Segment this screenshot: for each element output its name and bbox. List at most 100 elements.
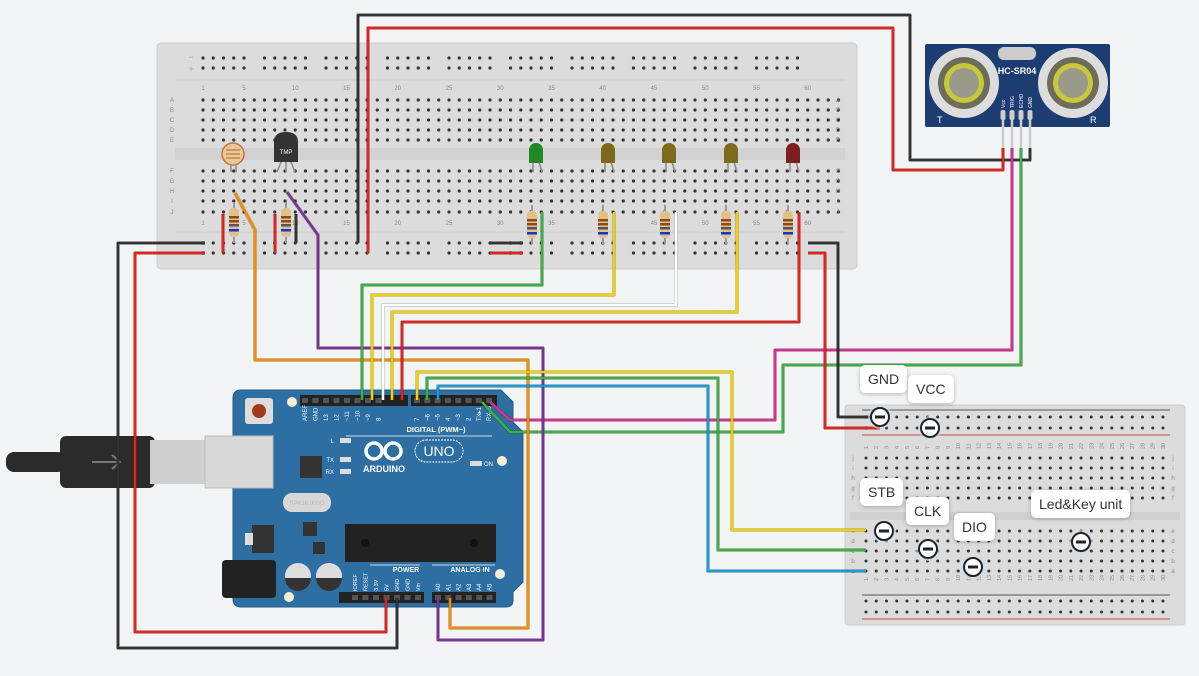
breadboard-hole[interactable]	[724, 169, 728, 173]
breadboard-hole[interactable]	[416, 179, 420, 183]
breadboard-hole[interactable]	[416, 210, 420, 214]
breadboard-hole[interactable]	[406, 210, 410, 214]
breadboard-hole[interactable]	[211, 199, 215, 203]
breadboard-hole[interactable]	[252, 108, 256, 112]
header-pin[interactable]	[302, 398, 308, 403]
breadboard-hole[interactable]	[232, 118, 236, 122]
sensor-pin[interactable]	[1009, 110, 1015, 120]
breadboard-hole[interactable]	[221, 199, 226, 203]
breadboard-hole[interactable]	[806, 189, 810, 193]
breadboard-hole[interactable]	[478, 189, 482, 193]
rail-hole[interactable]	[1120, 610, 1124, 614]
breadboard-hole[interactable]	[283, 118, 287, 122]
breadboard-hole[interactable]	[570, 108, 574, 112]
breadboard-hole[interactable]	[621, 138, 625, 142]
rail-hole[interactable]	[1007, 426, 1011, 430]
breadboard-hole[interactable]	[874, 569, 878, 573]
rail-hole[interactable]	[1079, 599, 1083, 603]
led[interactable]	[662, 143, 676, 163]
breadboard-hole[interactable]	[467, 128, 472, 132]
breadboard-hole[interactable]	[201, 179, 205, 183]
rail-hole[interactable]	[416, 251, 420, 255]
breadboard-hole[interactable]	[672, 189, 677, 193]
rail-hole[interactable]	[273, 56, 277, 60]
rail-hole[interactable]	[754, 56, 759, 60]
breadboard-hole[interactable]	[447, 118, 451, 122]
breadboard-hole[interactable]	[1007, 559, 1011, 563]
rail-hole[interactable]	[570, 251, 574, 255]
breadboard-hole[interactable]	[683, 118, 687, 122]
breadboard-hole[interactable]	[508, 98, 513, 102]
breadboard-hole[interactable]	[262, 189, 267, 193]
breadboard-hole[interactable]	[1140, 529, 1144, 533]
rail-hole[interactable]	[642, 66, 646, 70]
breadboard-hole[interactable]	[385, 189, 390, 193]
rail-hole[interactable]	[905, 415, 909, 419]
rail-hole[interactable]	[795, 56, 800, 60]
breadboard-hole[interactable]	[713, 210, 718, 214]
breadboard-hole[interactable]	[560, 108, 564, 112]
breadboard-hole[interactable]	[437, 98, 441, 102]
rail-hole[interactable]	[242, 241, 246, 245]
rail-hole[interactable]	[1018, 426, 1022, 430]
rail-hole[interactable]	[1028, 415, 1032, 419]
rail-hole[interactable]	[478, 56, 482, 60]
breadboard-hole[interactable]	[662, 179, 666, 183]
breadboard-hole[interactable]	[1079, 486, 1083, 490]
rail-hole[interactable]	[293, 56, 297, 60]
breadboard-hole[interactable]	[1089, 549, 1093, 553]
breadboard-hole[interactable]	[1018, 569, 1022, 573]
rail-hole[interactable]	[1089, 415, 1093, 419]
breadboard-hole[interactable]	[519, 98, 523, 102]
breadboard-hole[interactable]	[621, 118, 625, 122]
breadboard-hole[interactable]	[334, 98, 338, 102]
breadboard-hole[interactable]	[211, 118, 215, 122]
breadboard-hole[interactable]	[936, 559, 940, 563]
breadboard-hole[interactable]	[283, 98, 287, 102]
breadboard-hole[interactable]	[836, 179, 841, 183]
rail-hole[interactable]	[987, 415, 991, 419]
breadboard-hole[interactable]	[457, 210, 461, 214]
breadboard-hole[interactable]	[406, 179, 410, 183]
rail-hole[interactable]	[344, 66, 349, 70]
header-pin[interactable]	[465, 595, 472, 600]
breadboard-hole[interactable]	[293, 108, 297, 112]
breadboard-hole[interactable]	[744, 108, 748, 112]
breadboard-hole[interactable]	[744, 199, 748, 203]
rail-hole[interactable]	[580, 251, 584, 255]
breadboard-hole[interactable]	[549, 128, 554, 132]
rail-hole[interactable]	[966, 610, 970, 614]
rail-hole[interactable]	[303, 251, 308, 255]
breadboard-hole[interactable]	[457, 118, 461, 122]
rail-hole[interactable]	[211, 251, 215, 255]
breadboard-hole[interactable]	[232, 128, 236, 132]
rail-hole[interactable]	[956, 426, 960, 430]
rail-hole[interactable]	[884, 599, 888, 603]
breadboard-hole[interactable]	[508, 169, 513, 173]
rail-hole[interactable]	[946, 599, 950, 603]
breadboard-hole[interactable]	[1059, 476, 1063, 480]
breadboard-hole[interactable]	[775, 138, 779, 142]
rail-hole[interactable]	[662, 56, 666, 60]
breadboard-hole[interactable]	[252, 98, 256, 102]
breadboard-hole[interactable]	[836, 189, 841, 193]
breadboard-hole[interactable]	[447, 189, 451, 193]
rail-hole[interactable]	[262, 251, 267, 255]
breadboard-hole[interactable]	[1151, 529, 1155, 533]
rail-hole[interactable]	[905, 610, 909, 614]
breadboard-hole[interactable]	[693, 108, 697, 112]
breadboard-hole[interactable]	[1007, 456, 1011, 460]
breadboard-hole[interactable]	[1140, 486, 1144, 490]
rail-hole[interactable]	[724, 56, 728, 60]
breadboard-hole[interactable]	[498, 169, 502, 173]
rail-hole[interactable]	[1018, 610, 1022, 614]
breadboard-hole[interactable]	[201, 128, 205, 132]
breadboard-hole[interactable]	[437, 138, 441, 142]
wire[interactable]	[381, 212, 678, 400]
rail-hole[interactable]	[987, 426, 991, 430]
breadboard-hole[interactable]	[590, 138, 595, 142]
breadboard-hole[interactable]	[826, 108, 830, 112]
breadboard-hole[interactable]	[713, 118, 718, 122]
rail-hole[interactable]	[905, 599, 909, 603]
breadboard-hole[interactable]	[683, 128, 687, 132]
